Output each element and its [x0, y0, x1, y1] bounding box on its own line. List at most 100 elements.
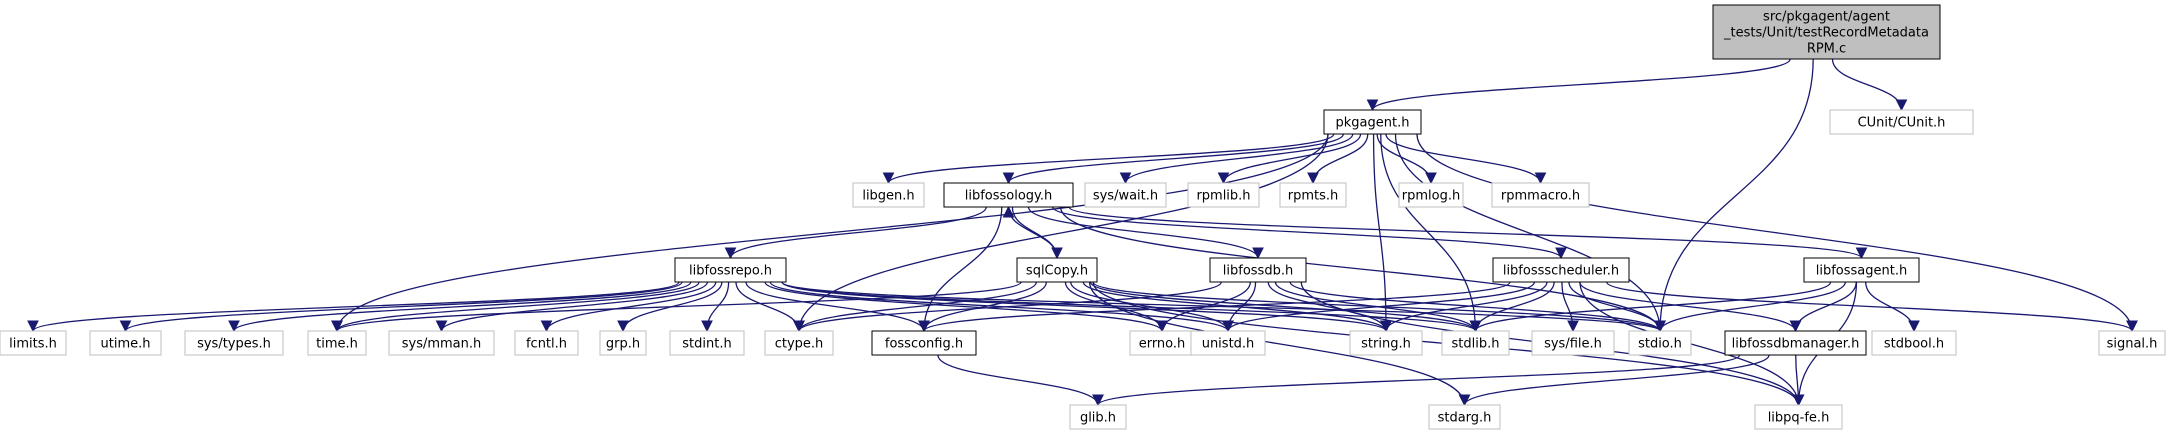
node-libfossscheduler[interactable]: libfossscheduler.h: [1492, 257, 1630, 283]
edge-libfossdb-to-stdio: [1289, 281, 1666, 333]
edge-libfossology-to-libfossrepo: [724, 206, 987, 260]
node-stdlib: stdlib.h: [1441, 330, 1510, 356]
edge-libfossology-to-fossconfig: [918, 206, 1003, 333]
edge-libfossrepo-to-errno: [764, 281, 1168, 333]
edge-libfossrepo-to-utime: [119, 281, 683, 333]
node-label: _tests/Unit/testRecordMetadata: [1723, 26, 1929, 41]
edge-libfossscheduler-to-unistd: [1222, 281, 1536, 333]
node-stdarg: stdarg.h: [1428, 404, 1501, 430]
edge-pkgagent-to-rpmlog: [1376, 133, 1437, 185]
edge-libfossrepo-to-fossconfig: [745, 281, 930, 333]
node-label: limits.h: [9, 337, 57, 352]
node-box: [674, 257, 787, 283]
node-libfossrepo[interactable]: libfossrepo.h: [674, 257, 787, 283]
node-signal: signal.h: [2098, 330, 2166, 356]
node-label: signal.h: [2107, 337, 2158, 352]
node-label: sqlCopy.h: [1026, 264, 1088, 279]
edge-libfossology-to-libfossdb: [1027, 206, 1264, 260]
node-box: [1492, 257, 1630, 283]
node-box: [1428, 404, 1501, 430]
node-label: stdio.h: [1638, 337, 1682, 352]
node-unistd: unistd.h: [1190, 330, 1266, 356]
node-box: [1712, 4, 1941, 60]
node-libfossology[interactable]: libfossology.h: [943, 182, 1074, 208]
edge-libfossrepo-to-systypes: [228, 281, 692, 333]
edge-pkgagent-to-rpmmacro: [1385, 133, 1547, 185]
node-box: [1069, 404, 1127, 430]
node-box: [1531, 330, 1615, 356]
node-rpmts: rpmts.h: [1279, 182, 1347, 208]
node-libfossdbmanager[interactable]: libfossdbmanager.h: [1724, 330, 1867, 356]
node-box: [1724, 330, 1867, 356]
edge-root-to-pkgagent: [1366, 58, 1791, 112]
node-box: [514, 330, 579, 356]
node-label: stdbool.h: [1884, 337, 1944, 352]
node-label: string.h: [1361, 337, 1411, 352]
node-box: [1323, 109, 1422, 135]
node-syswait: sys/wait.h: [1084, 182, 1167, 208]
edge-pkgagent-to-libgen: [882, 133, 1335, 185]
node-libgen: libgen.h: [852, 182, 925, 208]
node-box: [1016, 257, 1098, 283]
node-box: [1628, 330, 1692, 356]
edge-libfossdb-to-ctype: [793, 281, 1222, 333]
node-label: CUnit/CUnit.h: [1858, 116, 1946, 131]
node-box: [1491, 182, 1590, 208]
node-limits: limits.h: [0, 330, 67, 356]
node-label: sys/wait.h: [1093, 189, 1158, 204]
edge-libfossology-to-libfossscheduler: [1052, 206, 1567, 260]
edge-sqlcopy-to-time: [331, 281, 1022, 333]
node-libpqfe: libpq-fe.h: [1754, 404, 1843, 430]
edge-libfossdbmanager-to-libpqfe: [1792, 354, 1805, 407]
edge-libfossrepo-to-time: [331, 281, 700, 333]
node-box: [1187, 182, 1260, 208]
node-label: grp.h: [606, 337, 640, 352]
edge-libfossrepo-to-stdlib: [781, 281, 1482, 333]
node-box: [599, 330, 647, 356]
node-box: [764, 330, 834, 356]
node-rpmlog: rpmlog.h: [1398, 182, 1464, 208]
node-libfossdb[interactable]: libfossdb.h: [1209, 257, 1307, 283]
edge-root-to-cunit: [1831, 58, 1908, 112]
node-label: stdint.h: [682, 337, 731, 352]
edge-libfossscheduler-to-signal: [1606, 281, 2138, 333]
node-box: [1871, 330, 1957, 356]
node-pkgagent[interactable]: pkgagent.h: [1323, 109, 1422, 135]
edge-libfossology-to-sqlcopy: [1011, 206, 1063, 260]
node-glib: glib.h: [1069, 404, 1127, 430]
node-fossconfig[interactable]: fossconfig.h: [871, 330, 977, 356]
node-label: rpmlog.h: [1402, 189, 1460, 204]
node-label: utime.h: [101, 337, 151, 352]
edge-libfossrepo-to-sysmman: [435, 281, 709, 333]
node-stdbool: stdbool.h: [1871, 330, 1957, 356]
node-utime: utime.h: [89, 330, 162, 356]
edge-libfossscheduler-to-sysfile: [1561, 281, 1579, 333]
node-box: [1754, 404, 1843, 430]
edge-libfossology-to-libfossagent: [1068, 206, 1868, 260]
node-label: libfossscheduler.h: [1503, 264, 1619, 279]
node-sysfile: sys/file.h: [1531, 330, 1615, 356]
edge-root-to-stdio: [1654, 58, 1814, 333]
node-label: sys/mman.h: [402, 337, 482, 352]
node-label: libfossdb.h: [1223, 264, 1293, 279]
node-box: [1829, 109, 1974, 135]
edge-libfossscheduler-to-string: [1380, 281, 1548, 333]
node-sqlcopy[interactable]: sqlCopy.h: [1016, 257, 1098, 283]
node-ctype: ctype.h: [764, 330, 834, 356]
edge-libfossrepo-to-ctype: [735, 281, 805, 333]
node-rpmlib: rpmlib.h: [1187, 182, 1260, 208]
node-box: [1279, 182, 1347, 208]
node-root[interactable]: src/pkgagent/agent_tests/Unit/testRecord…: [1712, 4, 1941, 60]
node-box: [1129, 330, 1195, 356]
edge-libfossdbmanager-to-stdarg: [1458, 354, 1770, 407]
node-label: src/pkgagent/agent: [1763, 10, 1890, 25]
node-label: rpmts.h: [1288, 189, 1339, 204]
edge-pkgagent-to-stdlib: [1380, 133, 1482, 333]
node-box: [1209, 257, 1307, 283]
node-libfossagent[interactable]: libfossagent.h: [1803, 257, 1920, 283]
node-box: [943, 182, 1074, 208]
node-box: [1398, 182, 1464, 208]
edge-libfossscheduler-to-fossconfig: [918, 281, 1511, 333]
edge-libfossagent-to-stdbool: [1865, 281, 1920, 333]
